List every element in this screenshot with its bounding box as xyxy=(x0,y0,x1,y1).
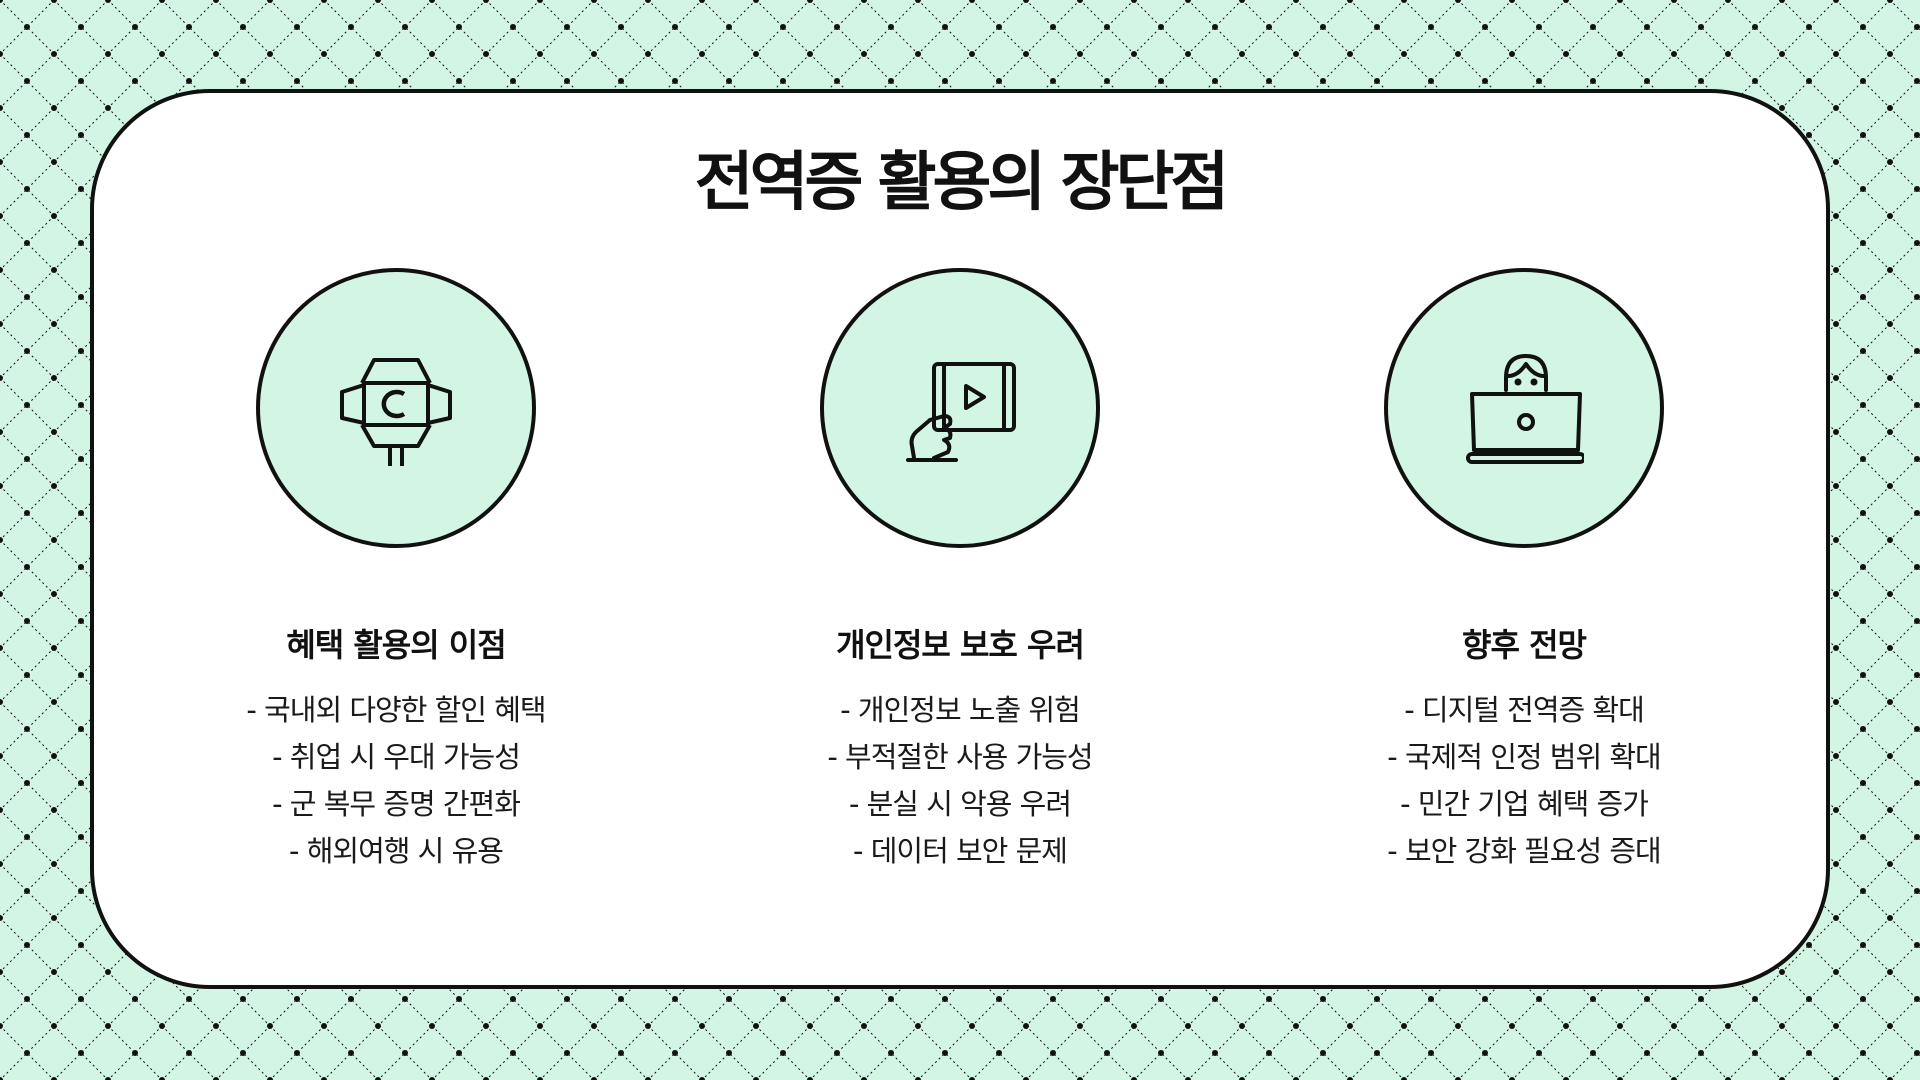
person-laptop-icon xyxy=(1466,354,1584,464)
icon-circle xyxy=(1384,268,1664,548)
privacy-section: 개인정보 보호 우려 - 개인정보 노출 위험 - 부적절한 사용 가능성 - … xyxy=(680,268,1240,875)
list-item: - 국내외 다양한 할인 혜택 xyxy=(246,693,546,727)
outlook-section: 향후 전망 - 디지털 전역증 확대 - 국제적 인정 범위 확대 - 민간 기… xyxy=(1244,268,1804,875)
item-list: - 개인정보 노출 위험 - 부적절한 사용 가능성 - 분실 시 악용 우려 … xyxy=(680,687,1240,875)
section-heading: 혜택 활용의 이점 xyxy=(286,626,506,664)
icon-circle xyxy=(820,268,1100,548)
item-list: - 국내외 다양한 할인 혜택 - 취업 시 우대 가능성 - 군 복무 증명 … xyxy=(116,687,676,875)
icon-circle xyxy=(256,268,536,548)
section-heading: 향후 전망 xyxy=(1462,626,1587,664)
list-item: - 보안 강화 필요성 증대 xyxy=(1387,834,1661,868)
list-item: - 데이터 보안 문제 xyxy=(853,834,1068,868)
list-item: - 해외여행 시 유용 xyxy=(289,834,504,868)
item-list: - 디지털 전역증 확대 - 국제적 인정 범위 확대 - 민간 기업 혜택 증… xyxy=(1244,687,1804,875)
list-item: - 민간 기업 혜택 증가 xyxy=(1400,787,1649,821)
slide-title: 전역증 활용의 장단점 xyxy=(694,146,1229,220)
list-item: - 군 복무 증명 간편화 xyxy=(272,787,521,821)
spotlight-icon xyxy=(340,358,452,466)
list-item: - 디지털 전역증 확대 xyxy=(1404,693,1645,727)
list-item: - 개인정보 노출 위험 xyxy=(840,693,1081,727)
benefits-section: 혜택 활용의 이점 - 국내외 다양한 할인 혜택 - 취업 시 우대 가능성 … xyxy=(116,268,676,875)
section-heading: 개인정보 보호 우려 xyxy=(836,626,1085,664)
list-item: - 분실 시 악용 우려 xyxy=(848,787,1072,821)
list-item: - 국제적 인정 범위 확대 xyxy=(1387,740,1661,774)
list-item: - 취업 시 우대 가능성 xyxy=(272,740,521,774)
list-item: - 부적절한 사용 가능성 xyxy=(827,740,1093,774)
hand-tablet-play-icon xyxy=(906,362,1016,462)
